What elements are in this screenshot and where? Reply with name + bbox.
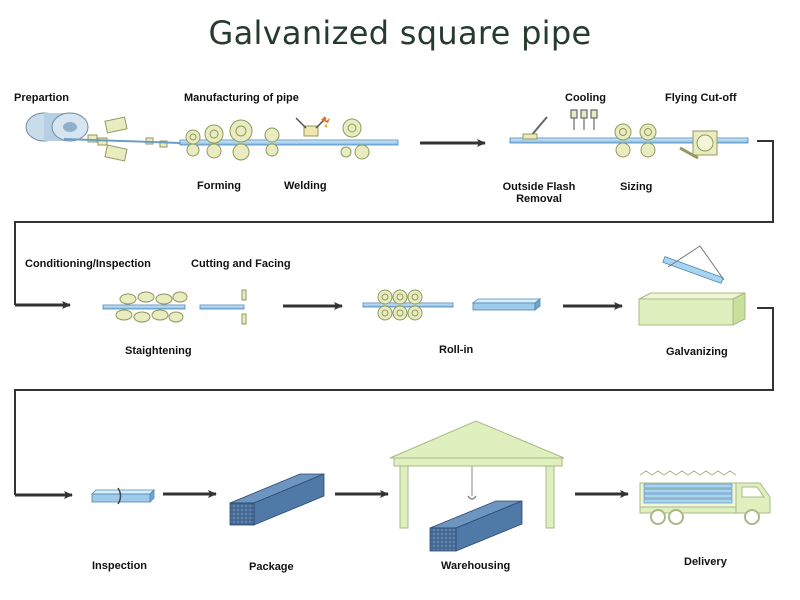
- label-prepartion: Prepartion: [14, 92, 70, 104]
- finished-pipe: [471, 298, 542, 311]
- label-welding: Welding: [284, 180, 327, 192]
- steel-strip: [63, 138, 181, 144]
- label-staightening: Staightening: [125, 345, 192, 357]
- inspection-pipe: [91, 487, 155, 505]
- label-cutting-facing: Cutting and Facing: [191, 258, 291, 270]
- label-delivery: Delivery: [684, 556, 727, 568]
- flow-connector-2: [14, 307, 774, 495]
- label-galvanizing: Galvanizing: [666, 346, 728, 358]
- label-conditioning: Conditioning/Inspection: [25, 258, 151, 270]
- label-cooling: Cooling: [565, 92, 606, 104]
- diagram-title: Galvanized square pipe: [208, 14, 592, 52]
- pipe-bundle-package: [229, 473, 325, 526]
- label-outside-flash-line2: Removal: [516, 193, 562, 205]
- steel-coil: [25, 112, 89, 142]
- straightening-rollers: [102, 291, 188, 323]
- label-warehousing: Warehousing: [441, 560, 511, 572]
- galvanizing-bath: [638, 245, 746, 326]
- sizing-rollers: [614, 123, 657, 158]
- welding-unit: [295, 116, 330, 137]
- cooling-nozzles: [570, 109, 598, 130]
- flying-cutoff-saw: [679, 130, 718, 160]
- flow-connector-1: [14, 140, 774, 305]
- label-forming: Forming: [197, 180, 241, 192]
- uncoiling-equipment: [87, 116, 168, 162]
- label-package: Package: [249, 561, 294, 573]
- label-inspection: Inspection: [92, 560, 148, 572]
- label-outside-flash-line1: Outside Flash: [502, 181, 576, 193]
- flash-removal-tool: [522, 116, 548, 140]
- delivery-truck: [639, 470, 771, 525]
- warehouse-structure: [389, 420, 565, 552]
- roll-in-rollers: [362, 289, 454, 321]
- label-manufacturing: Manufacturing of pipe: [184, 92, 299, 104]
- label-roll-in: Roll-in: [439, 344, 474, 356]
- cutting-facing-tool: [199, 289, 247, 325]
- forming-rollers: [179, 119, 399, 161]
- weld-bead-rollers: [340, 118, 370, 160]
- label-sizing: Sizing: [620, 181, 653, 193]
- label-outside-flash: Outside Flash Removal: [499, 181, 579, 205]
- label-flying-cutoff: Flying Cut-off: [665, 92, 737, 104]
